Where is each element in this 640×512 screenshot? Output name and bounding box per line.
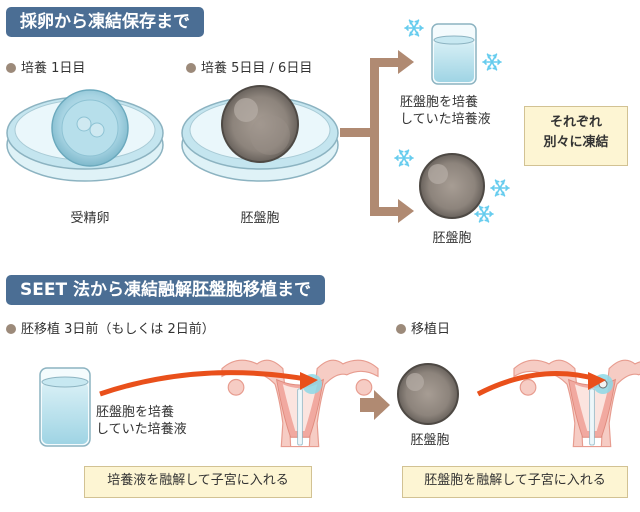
snowflake-icon — [490, 179, 510, 197]
caption-zygote: 受精卵 — [70, 211, 110, 226]
caption-transfer-blastocyst: 胚盤胞 — [410, 433, 450, 448]
bullet-dot — [186, 63, 196, 73]
arrow-icon — [340, 50, 414, 223]
snowflake-icon — [404, 19, 424, 37]
tube-icon — [431, 23, 477, 85]
arrow-icon — [476, 371, 601, 397]
embryo-icon — [419, 153, 485, 219]
note-line: それぞれ — [549, 115, 602, 130]
step-label: 胚移植 3日前（もしくは 2日前） — [6, 322, 215, 338]
freeze-note: それぞれ 別々に凍結 — [524, 106, 628, 166]
arrow-icon — [588, 372, 606, 390]
step-text: 培養 5日目 / 6日目 — [201, 61, 313, 76]
snowflake-icon — [474, 205, 494, 223]
embryo-icon — [51, 89, 129, 167]
caption-medium: 胚盤胞を培養 していた培養液 — [96, 404, 206, 438]
arrow-icon — [360, 390, 390, 420]
embryo-icon — [221, 85, 299, 163]
instruction-note: 培養液を融解して子宮に入れる — [84, 466, 312, 498]
snowflake-icon — [482, 53, 502, 71]
arrow-icon — [99, 370, 313, 397]
embryo-icon — [397, 363, 459, 425]
caption-line: 胚盤胞を培養 — [400, 95, 479, 110]
step-text: 培養 1日目 — [21, 61, 86, 76]
arrow-icon — [300, 372, 318, 390]
section1-title: 採卵から凍結保存まで — [6, 7, 204, 37]
caption-frozen-blastocyst: 胚盤胞 — [432, 231, 472, 246]
snowflake-icon — [394, 149, 414, 167]
step-label: 培養 1日目 — [6, 61, 85, 77]
instruction-note: 胚盤胞を融解して子宮に入れる — [402, 466, 628, 498]
caption-line: していた培養液 — [96, 422, 187, 437]
note-line: 別々に凍結 — [543, 135, 609, 150]
tube-icon — [39, 367, 91, 447]
caption-line: していた培養液 — [400, 112, 491, 127]
bullet-dot — [6, 324, 16, 334]
caption-frozen-medium: 胚盤胞を培養 していた培養液 — [400, 94, 510, 128]
bullet-dot — [6, 63, 16, 73]
section2-title: SEET 法から凍結融解胚盤胞移植まで — [6, 275, 325, 305]
step-text: 移植日 — [411, 322, 451, 337]
step-label: 移植日 — [396, 322, 450, 338]
bullet-dot — [396, 324, 406, 334]
caption-blastocyst: 胚盤胞 — [240, 211, 280, 226]
step-label: 培養 5日目 / 6日目 — [186, 61, 312, 77]
caption-line: 胚盤胞を培養 — [96, 405, 175, 420]
step-text: 胚移植 3日前（もしくは 2日前） — [21, 322, 215, 337]
